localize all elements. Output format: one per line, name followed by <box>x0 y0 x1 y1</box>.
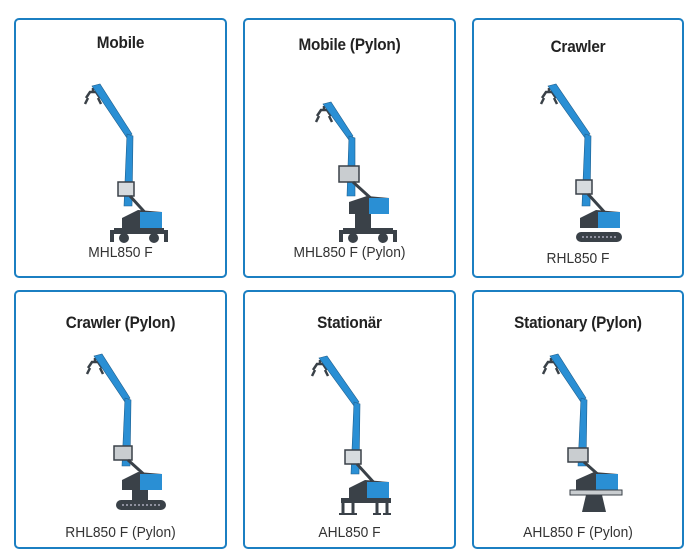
crawler-pylon-material-handler-icon <box>85 353 166 510</box>
stationary-material-handler-icon <box>310 355 391 515</box>
card-title: Stationär <box>317 313 382 332</box>
card-title: Crawler (Pylon) <box>65 313 176 332</box>
card-stationary[interactable]: Stationär AHL850 F <box>243 290 456 549</box>
crawler-material-handler-icon <box>539 83 622 242</box>
card-model: AHL850 F <box>318 524 381 541</box>
card-crawler[interactable]: Crawler RHL850 F <box>472 18 684 278</box>
card-title: Crawler <box>550 37 606 56</box>
card-model: RHL850 F <box>546 250 610 267</box>
card-model: AHL850 F (Pylon) <box>523 524 633 541</box>
card-title: Mobile <box>96 33 145 52</box>
card-title: Mobile (Pylon) <box>298 35 401 54</box>
card-title: Stationary (Pylon) <box>514 313 642 332</box>
mobile-material-handler-icon <box>83 83 168 243</box>
mobile-pylon-material-handler-icon <box>314 101 397 243</box>
card-stationary-pylon[interactable]: Stationary (Pylon) AHL850 F (Pylon) <box>472 290 684 549</box>
stationary-pylon-material-handler-icon <box>541 353 623 512</box>
card-model: RHL850 F (Pylon) <box>65 524 176 541</box>
card-model: MHL850 F (Pylon) <box>293 244 406 261</box>
card-model: MHL850 F <box>88 244 153 261</box>
card-crawler-pylon[interactable]: Crawler (Pylon) RHL850 F (Pylon) <box>14 290 227 549</box>
card-mobile[interactable]: Mobile MHL850 F <box>14 18 227 278</box>
card-mobile-pylon[interactable]: Mobile (Pylon) MHL850 F (Pylon) <box>243 18 456 278</box>
